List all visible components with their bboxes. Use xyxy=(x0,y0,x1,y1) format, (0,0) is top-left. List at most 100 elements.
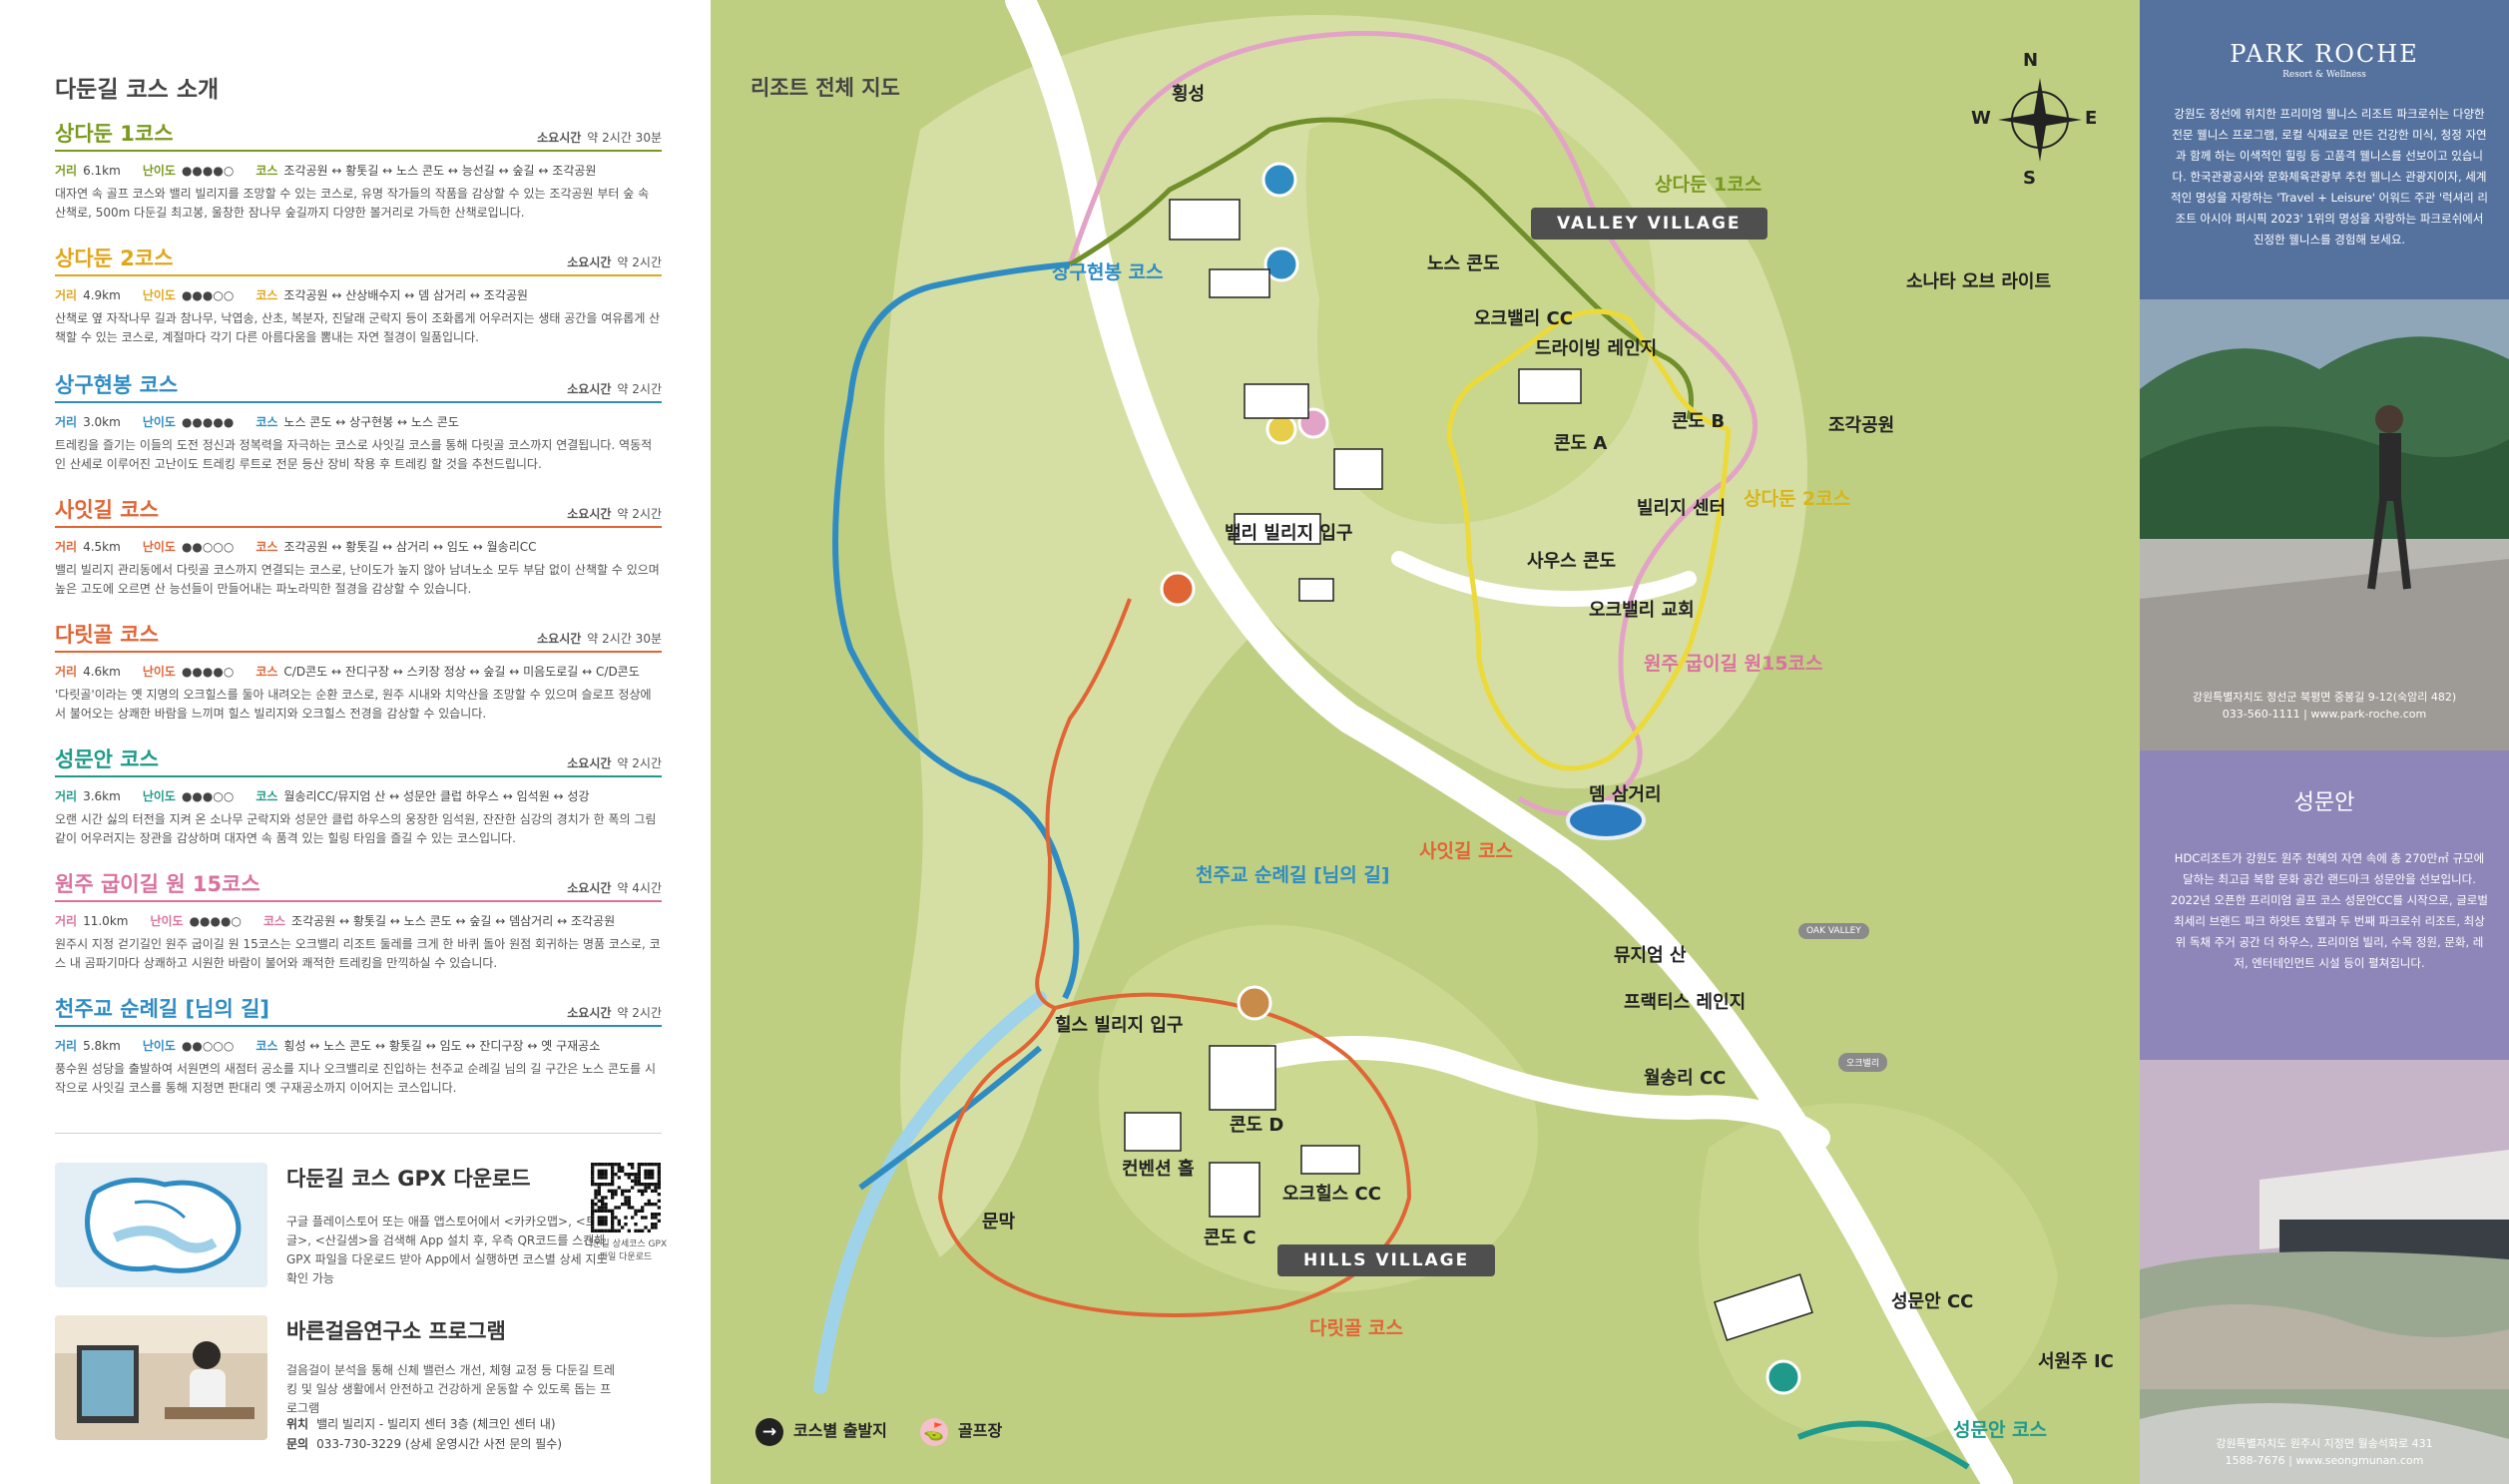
place-seongmunan-cc: 성문안 CC xyxy=(1891,1291,1974,1312)
arrow-right-icon: → xyxy=(755,1417,783,1446)
course-name: 사잇길 코스 xyxy=(55,498,159,522)
panel-title: 다둔길 코스 소개 xyxy=(55,77,220,103)
course-name: 다릿골 코스 xyxy=(55,623,159,647)
place-condo-b: 콘도 B xyxy=(1672,411,1726,432)
valley-village-label: VALLEY VILLAGE xyxy=(1531,208,1767,240)
direction-seowonju: 서원주 IC xyxy=(2038,1351,2114,1372)
direction-munmak: 문막 xyxy=(982,1212,1016,1233)
park-roche-panel: PARK ROCHE Resort & Wellness 강원도 정선에 위치한… xyxy=(2140,0,2509,750)
park-roche-contact: 033-560-1111 | www.park-roche.com xyxy=(2222,708,2427,721)
seongmunan-address: 강원특별자치도 원주시 지정면 월송석화로 431 xyxy=(2216,1437,2433,1450)
course-description: 트레킹을 즐기는 이들의 도전 정신과 정복력을 자극하는 코스로 사잇길 코스… xyxy=(55,438,653,471)
course-route: C/D콘도 ↔ 잔디구장 ↔ 스키장 정상 ↔ 숲길 ↔ 미음도로길 ↔ C/D… xyxy=(283,665,640,679)
place-north-condo: 노스 콘도 xyxy=(1427,253,1500,274)
seongmunan-panel: 성문안 HDC리조트가 강원도 원주 천혜의 자연 속에 총 270만㎡ 규모에… xyxy=(2140,750,2509,1484)
distance-label: 거리 xyxy=(55,540,78,554)
place-oak-hills-cc: 오크힐스 CC xyxy=(1282,1184,1381,1205)
park-roche-brand: PARK ROCHE xyxy=(2230,40,2419,68)
place-condo-c: 콘도 C xyxy=(1204,1228,1256,1248)
park-roche-address: 강원특별자치도 정선군 북평면 중봉길 9-12(숙암리 482) xyxy=(2192,691,2457,704)
distance-label: 거리 xyxy=(55,1039,78,1053)
course-name: 상구현봉 코스 xyxy=(55,373,179,397)
difficulty-label: 난이도 xyxy=(142,540,176,554)
course-difficulty: ●●●●○ xyxy=(189,914,242,928)
course-difficulty: ●●○○○ xyxy=(181,540,235,554)
seongmunan-brand: 성문안 xyxy=(2293,790,2355,815)
legend-start: →코스별 출발지 xyxy=(755,1417,887,1446)
resort-map[interactable]: 리조트 전체 지도 N S E W 횡성 문막 서원주 IC VALLEY VI… xyxy=(711,0,2140,1484)
course-description: 산책로 옆 자작나무 길과 참나무, 낙엽송, 산초, 복분자, 진달래 군락지… xyxy=(55,311,661,344)
distance-label: 거리 xyxy=(55,164,78,178)
route-label: 코스 xyxy=(255,164,278,178)
map-title: 리조트 전체 지도 xyxy=(751,76,900,100)
route-label: 코스 xyxy=(255,665,278,679)
legend-golf: ⛳골프장 xyxy=(920,1417,1002,1446)
hills-entrance: 힐스 빌리지 입구 xyxy=(1055,1015,1184,1036)
course-label-seongmunan: 성문안 코스 xyxy=(1953,1419,2048,1441)
distance-label: 거리 xyxy=(55,789,78,803)
course-description: 대자연 속 골프 코스와 밸리 빌리지를 조망할 수 있는 코스로, 유명 작가… xyxy=(55,187,650,220)
program-title: 바른걸음연구소 프로그램 xyxy=(286,1319,506,1343)
divider xyxy=(55,1133,662,1134)
park-roche-sub: Resort & Wellness xyxy=(2282,70,2366,80)
course-difficulty: ●●●○○ xyxy=(181,789,235,803)
course-description: 오랜 시간 싫의 터전을 지켜 온 소나무 군락지와 성문안 클럽 하우스의 웅… xyxy=(55,812,657,845)
distance-label: 거리 xyxy=(55,288,78,302)
program-section: 바른걸음연구소 프로그램 걸음걸이 분석을 통해 신체 밸런스 개선, 체형 교… xyxy=(55,1315,662,1451)
course-name: 상다둔 1코스 xyxy=(55,122,174,146)
place-condo-a: 콘도 A xyxy=(1554,433,1608,454)
difficulty-label: 난이도 xyxy=(142,665,176,679)
place-practice-range: 프랙티스 레인지 xyxy=(1624,992,1747,1013)
course-distance: 4.9km xyxy=(83,288,121,302)
course-description: 밸리 빌리지 관리동에서 다릿골 코스까지 연결되는 코스로, 난이도가 높지 … xyxy=(55,563,660,596)
route-label: 코스 xyxy=(255,789,278,803)
route-label: 코스 xyxy=(255,540,278,554)
sign-small: 오크밸리 xyxy=(1838,1053,1888,1072)
course-distance: 4.6km xyxy=(83,665,121,679)
place-sculpture-park: 조각공원 xyxy=(1828,415,1895,436)
difficulty-label: 난이도 xyxy=(142,288,176,302)
route-label: 코스 xyxy=(262,914,286,928)
route-label: 코스 xyxy=(255,1039,278,1053)
program-description: 걸음걸이 분석을 통해 신체 밸런스 개선, 체형 교정 등 다둔길 트레킹 및… xyxy=(286,1363,616,1415)
difficulty-label: 난이도 xyxy=(150,914,184,928)
seongmunan-description: HDC리조트가 강원도 원주 천혜의 자연 속에 총 270만㎡ 규모에 달하는… xyxy=(2171,851,2488,970)
gpx-download-section: 다둔길 코스 GPX 다운로드 구글 플레이스토어 또는 애플 앱스토어에서 <… xyxy=(55,1163,667,1292)
qr-caption: 다둔길 상세코스 GPX파일 다운로드 xyxy=(584,1239,668,1262)
place-village-center: 빌리지 센터 xyxy=(1637,498,1727,519)
course-name: 원주 굽이길 원 15코스 xyxy=(55,872,260,896)
difficulty-label: 난이도 xyxy=(142,789,176,803)
course-distance: 3.6km xyxy=(83,789,121,803)
course-distance: 6.1km xyxy=(83,164,121,178)
course-route: 조각공원 ↔ 산상배수지 ↔ 뎀 삼거리 ↔ 조각공원 xyxy=(283,288,528,302)
place-museum-san: 뮤지엄 산 xyxy=(1614,945,1687,966)
qr-code[interactable] xyxy=(591,1163,661,1233)
course-route: 노스 콘도 ↔ 상구현봉 ↔ 노스 콘도 xyxy=(283,415,459,429)
course-distance: 11.0km xyxy=(83,914,129,928)
valley-entrance: 밸리 빌리지 입구 xyxy=(1225,523,1353,544)
compass-w: W xyxy=(1971,108,1991,129)
course-route: 월송리CC/뮤지엄 산 ↔ 성문안 클럽 하우스 ↔ 임석원 ↔ 성강 xyxy=(283,789,590,803)
place-oak-valley-cc: 오크밸리 CC xyxy=(1474,308,1573,329)
distance-label: 거리 xyxy=(55,665,78,679)
place-condo-d: 콘도 D xyxy=(1230,1115,1284,1136)
golf-icon: ⛳ xyxy=(920,1417,948,1446)
